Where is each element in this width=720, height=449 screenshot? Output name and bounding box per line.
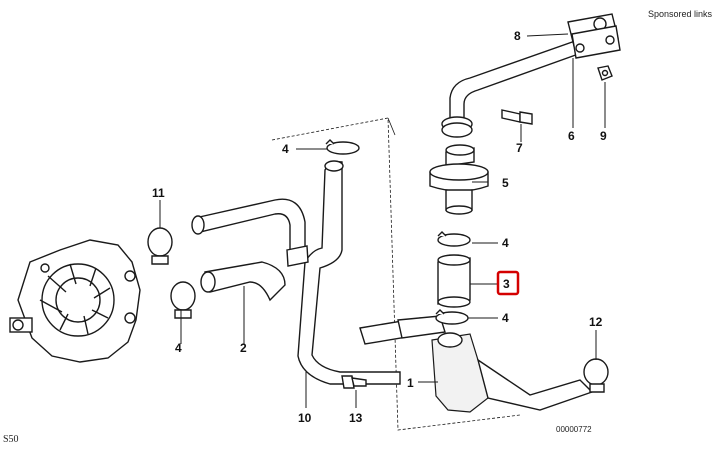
flange-gasket-8[interactable] xyxy=(567,13,621,59)
svg-text:4: 4 xyxy=(282,142,289,156)
svg-text:2: 2 xyxy=(240,341,247,355)
bolt-7[interactable] xyxy=(501,109,533,125)
hose-10[interactable] xyxy=(286,160,426,385)
svg-text:3: 3 xyxy=(503,277,510,291)
svg-text:4: 4 xyxy=(502,236,509,250)
clamp-4-left[interactable] xyxy=(170,281,196,319)
clamp-4-top[interactable] xyxy=(325,139,360,155)
leader-lines xyxy=(159,33,606,408)
callout-4-clamp-mid[interactable]: 4 xyxy=(502,236,509,250)
callout-4-clamp-low[interactable]: 4 xyxy=(502,311,509,325)
callout-4-clamp-left[interactable]: 4 xyxy=(175,341,182,355)
svg-text:10: 10 xyxy=(298,411,312,425)
svg-text:6: 6 xyxy=(568,129,575,143)
svg-text:11: 11 xyxy=(152,186,165,200)
pipe-6[interactable] xyxy=(441,39,585,138)
svg-text:9: 9 xyxy=(600,129,607,143)
svg-text:1: 1 xyxy=(407,376,414,390)
svg-text:5: 5 xyxy=(502,176,509,190)
callout-11[interactable]: 11 xyxy=(152,186,165,200)
svg-text:4: 4 xyxy=(502,311,509,325)
tee-hose-1[interactable] xyxy=(397,315,594,413)
callout-4-clamp-top[interactable]: 4 xyxy=(282,142,289,156)
callout-13[interactable]: 13 xyxy=(349,411,363,425)
hose-sleeve-3[interactable] xyxy=(437,254,471,308)
callout-8[interactable]: 8 xyxy=(514,29,521,43)
drawing-number: 00000772 xyxy=(556,425,592,434)
callout-12[interactable]: 12 xyxy=(589,315,603,329)
callout-3-highlighted[interactable]: 3 xyxy=(496,270,520,296)
callout-5[interactable]: 5 xyxy=(502,176,509,190)
sponsored-links[interactable]: Sponsored links xyxy=(647,9,712,19)
clamp-12[interactable] xyxy=(583,358,609,393)
clamp-4-low[interactable] xyxy=(435,309,469,325)
nut-9[interactable] xyxy=(597,65,613,81)
callout-7[interactable]: 7 xyxy=(516,141,523,155)
clamp-4-mid[interactable] xyxy=(437,231,471,247)
svg-text:8: 8 xyxy=(514,29,521,43)
callout-10[interactable]: 10 xyxy=(298,411,312,425)
assembly-frame xyxy=(271,117,521,431)
svg-text:13: 13 xyxy=(349,411,363,425)
callout-9[interactable]: 9 xyxy=(600,129,607,143)
hose-2[interactable] xyxy=(191,198,306,302)
svg-text:4: 4 xyxy=(175,341,182,355)
callout-1[interactable]: 1 xyxy=(407,376,414,390)
valve-5[interactable] xyxy=(429,144,489,215)
svg-text:12: 12 xyxy=(589,315,603,329)
callout-6[interactable]: 6 xyxy=(568,129,575,143)
model-code: S50 xyxy=(3,434,19,445)
vacuum-pump[interactable] xyxy=(9,239,141,363)
bolt-13[interactable] xyxy=(341,375,367,389)
callout-2[interactable]: 2 xyxy=(240,341,247,355)
clamp-11[interactable] xyxy=(147,227,173,265)
svg-text:7: 7 xyxy=(516,141,523,155)
